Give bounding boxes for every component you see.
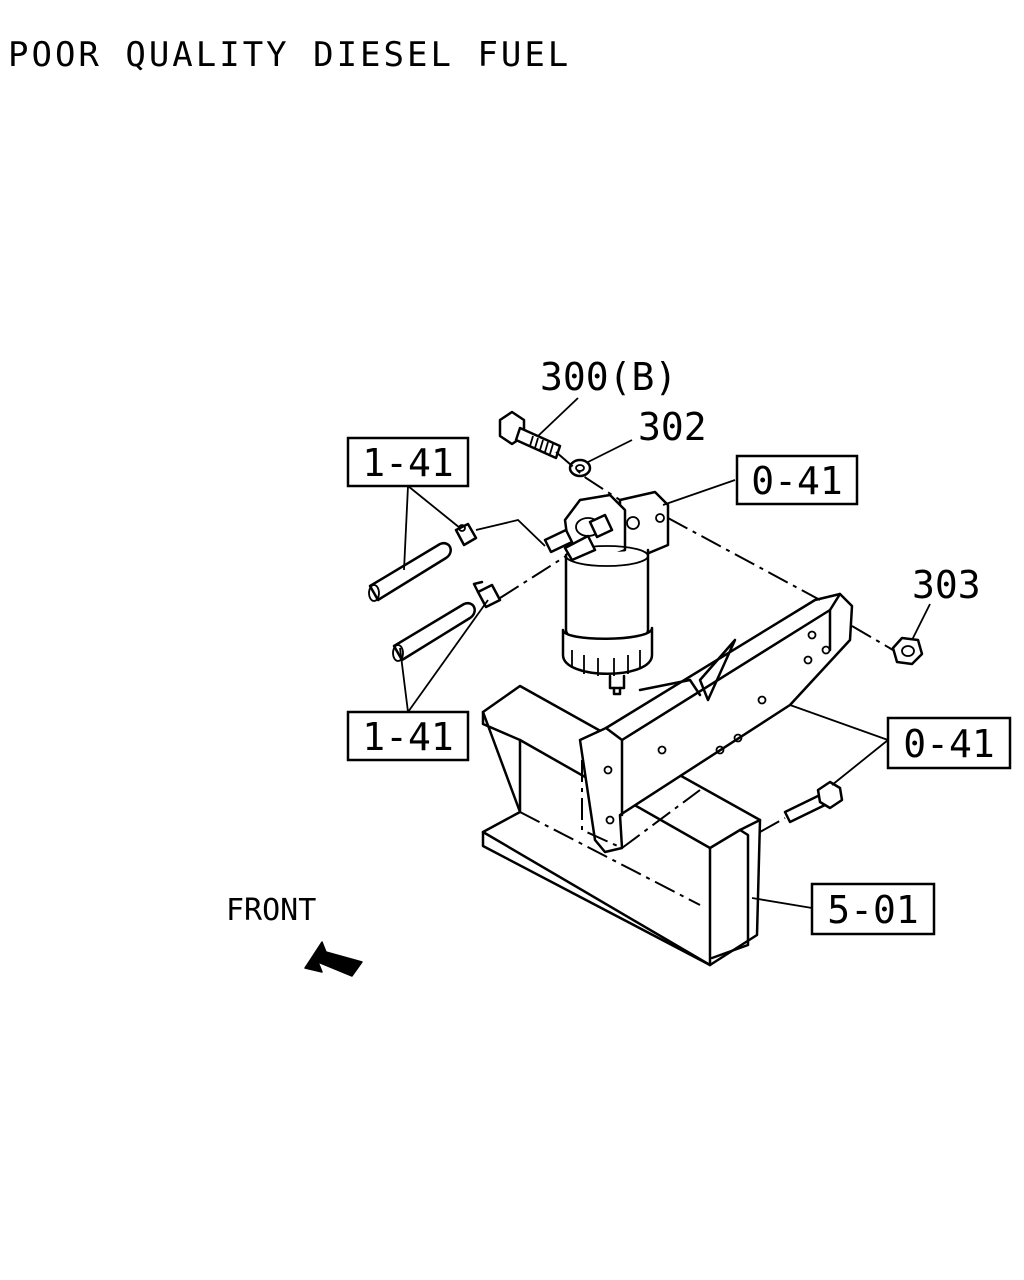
bolt-300b bbox=[498, 410, 562, 460]
washer-302 bbox=[568, 458, 592, 478]
callout-302: 302 bbox=[638, 405, 707, 449]
ref-label-bracket: 0-41 bbox=[903, 722, 995, 766]
callout-303: 303 bbox=[912, 563, 981, 607]
mounting-bracket bbox=[578, 592, 854, 854]
ref-label-filter: 0-41 bbox=[751, 459, 843, 503]
ref-box-filter[interactable]: 0-41 bbox=[735, 454, 859, 506]
ref-box-hose-lower[interactable]: 1-41 bbox=[346, 710, 470, 762]
ref-box-frame[interactable]: 5-01 bbox=[810, 882, 936, 936]
ref-box-bracket[interactable]: 0-41 bbox=[886, 716, 1012, 770]
fuel-filter bbox=[543, 490, 670, 696]
ref-box-hose-upper[interactable]: 1-41 bbox=[346, 436, 470, 488]
fuel-hose-upper bbox=[368, 522, 478, 602]
callout-300b: 300(B) bbox=[540, 355, 677, 399]
fuel-hose-lower bbox=[392, 580, 502, 662]
nut-303 bbox=[891, 636, 924, 666]
ref-label-hose-upper: 1-41 bbox=[362, 441, 454, 485]
front-arrow-icon bbox=[304, 941, 363, 977]
ref-label-frame: 5-01 bbox=[827, 888, 919, 932]
front-label: FRONT bbox=[226, 893, 316, 928]
ref-label-hose-lower: 1-41 bbox=[362, 715, 454, 759]
assembly-lines bbox=[475, 451, 894, 849]
diagram-title: POOR QUALITY DIESEL FUEL bbox=[8, 35, 571, 75]
leader-lines bbox=[399, 397, 931, 909]
mounting-bolt bbox=[783, 780, 844, 824]
